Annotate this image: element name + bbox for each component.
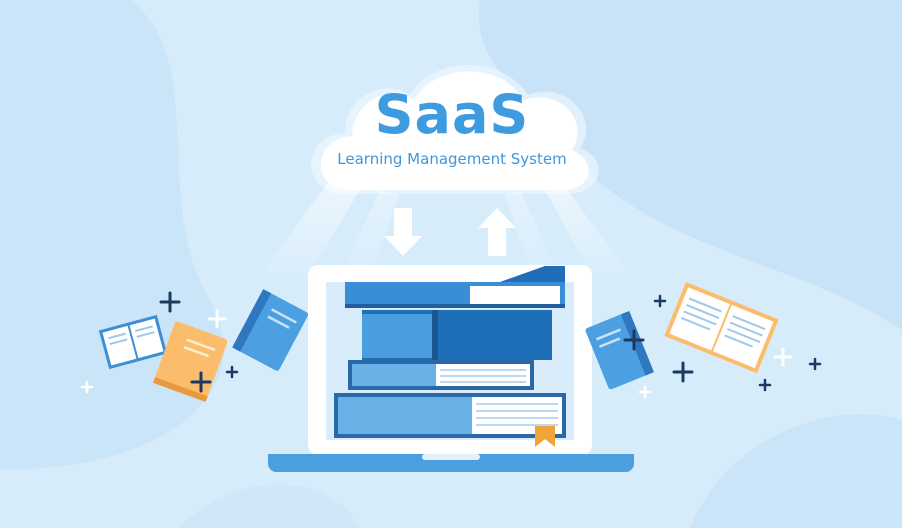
book-icon <box>232 289 309 371</box>
headline: SaaS <box>374 83 530 146</box>
subheadline: Learning Management System <box>337 150 567 168</box>
plus-sparkle-icon <box>80 291 822 399</box>
download-arrow-icon <box>384 208 422 256</box>
book-stack-icon <box>334 266 566 447</box>
cloud-icon <box>311 64 599 194</box>
upload-arrow-icon <box>478 208 516 256</box>
bookmark-icon <box>535 426 555 447</box>
book-icon <box>664 282 779 374</box>
background-blob-bottom-right <box>690 414 902 528</box>
book-icon <box>585 310 654 390</box>
background-blob-bottom-left <box>180 484 360 528</box>
book-icon <box>98 314 168 370</box>
background-blob-right <box>478 0 902 330</box>
